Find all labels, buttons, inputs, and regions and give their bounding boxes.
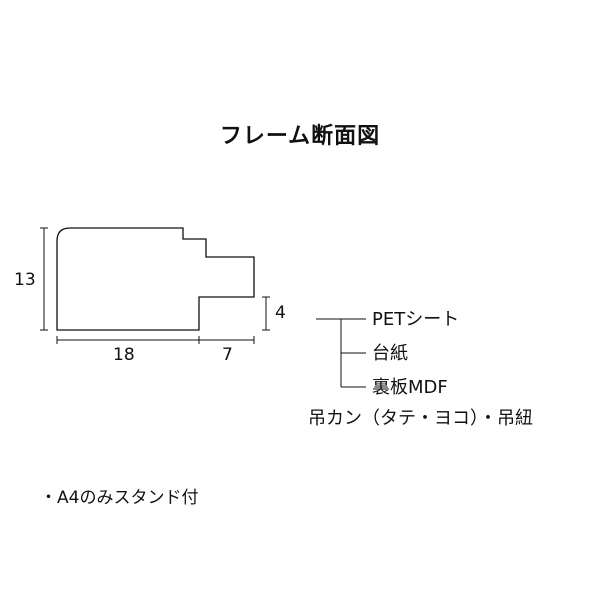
width-main-label: 18 xyxy=(113,345,135,365)
component-label-mdf-back: 裏板MDF xyxy=(372,377,448,398)
height-dimension-line xyxy=(40,227,48,331)
width-step-label: 7 xyxy=(222,345,233,365)
step-height-label: 4 xyxy=(275,303,286,323)
component-label-pet-sheet: PETシート xyxy=(372,309,460,330)
step-dimension-line xyxy=(262,296,270,331)
component-leader-lines xyxy=(316,318,366,388)
hanging-hardware-label: 吊カン（タテ・ヨコ）・吊紐 xyxy=(308,408,533,429)
width-dimension-line xyxy=(56,336,255,344)
frame-profile-outline xyxy=(56,227,255,331)
component-label-mount-board: 台紙 xyxy=(372,343,408,364)
diagram-title: フレーム断面図 xyxy=(219,124,381,149)
stand-note: ・A4のみスタンド付 xyxy=(40,488,199,508)
height-label: 13 xyxy=(14,270,36,290)
